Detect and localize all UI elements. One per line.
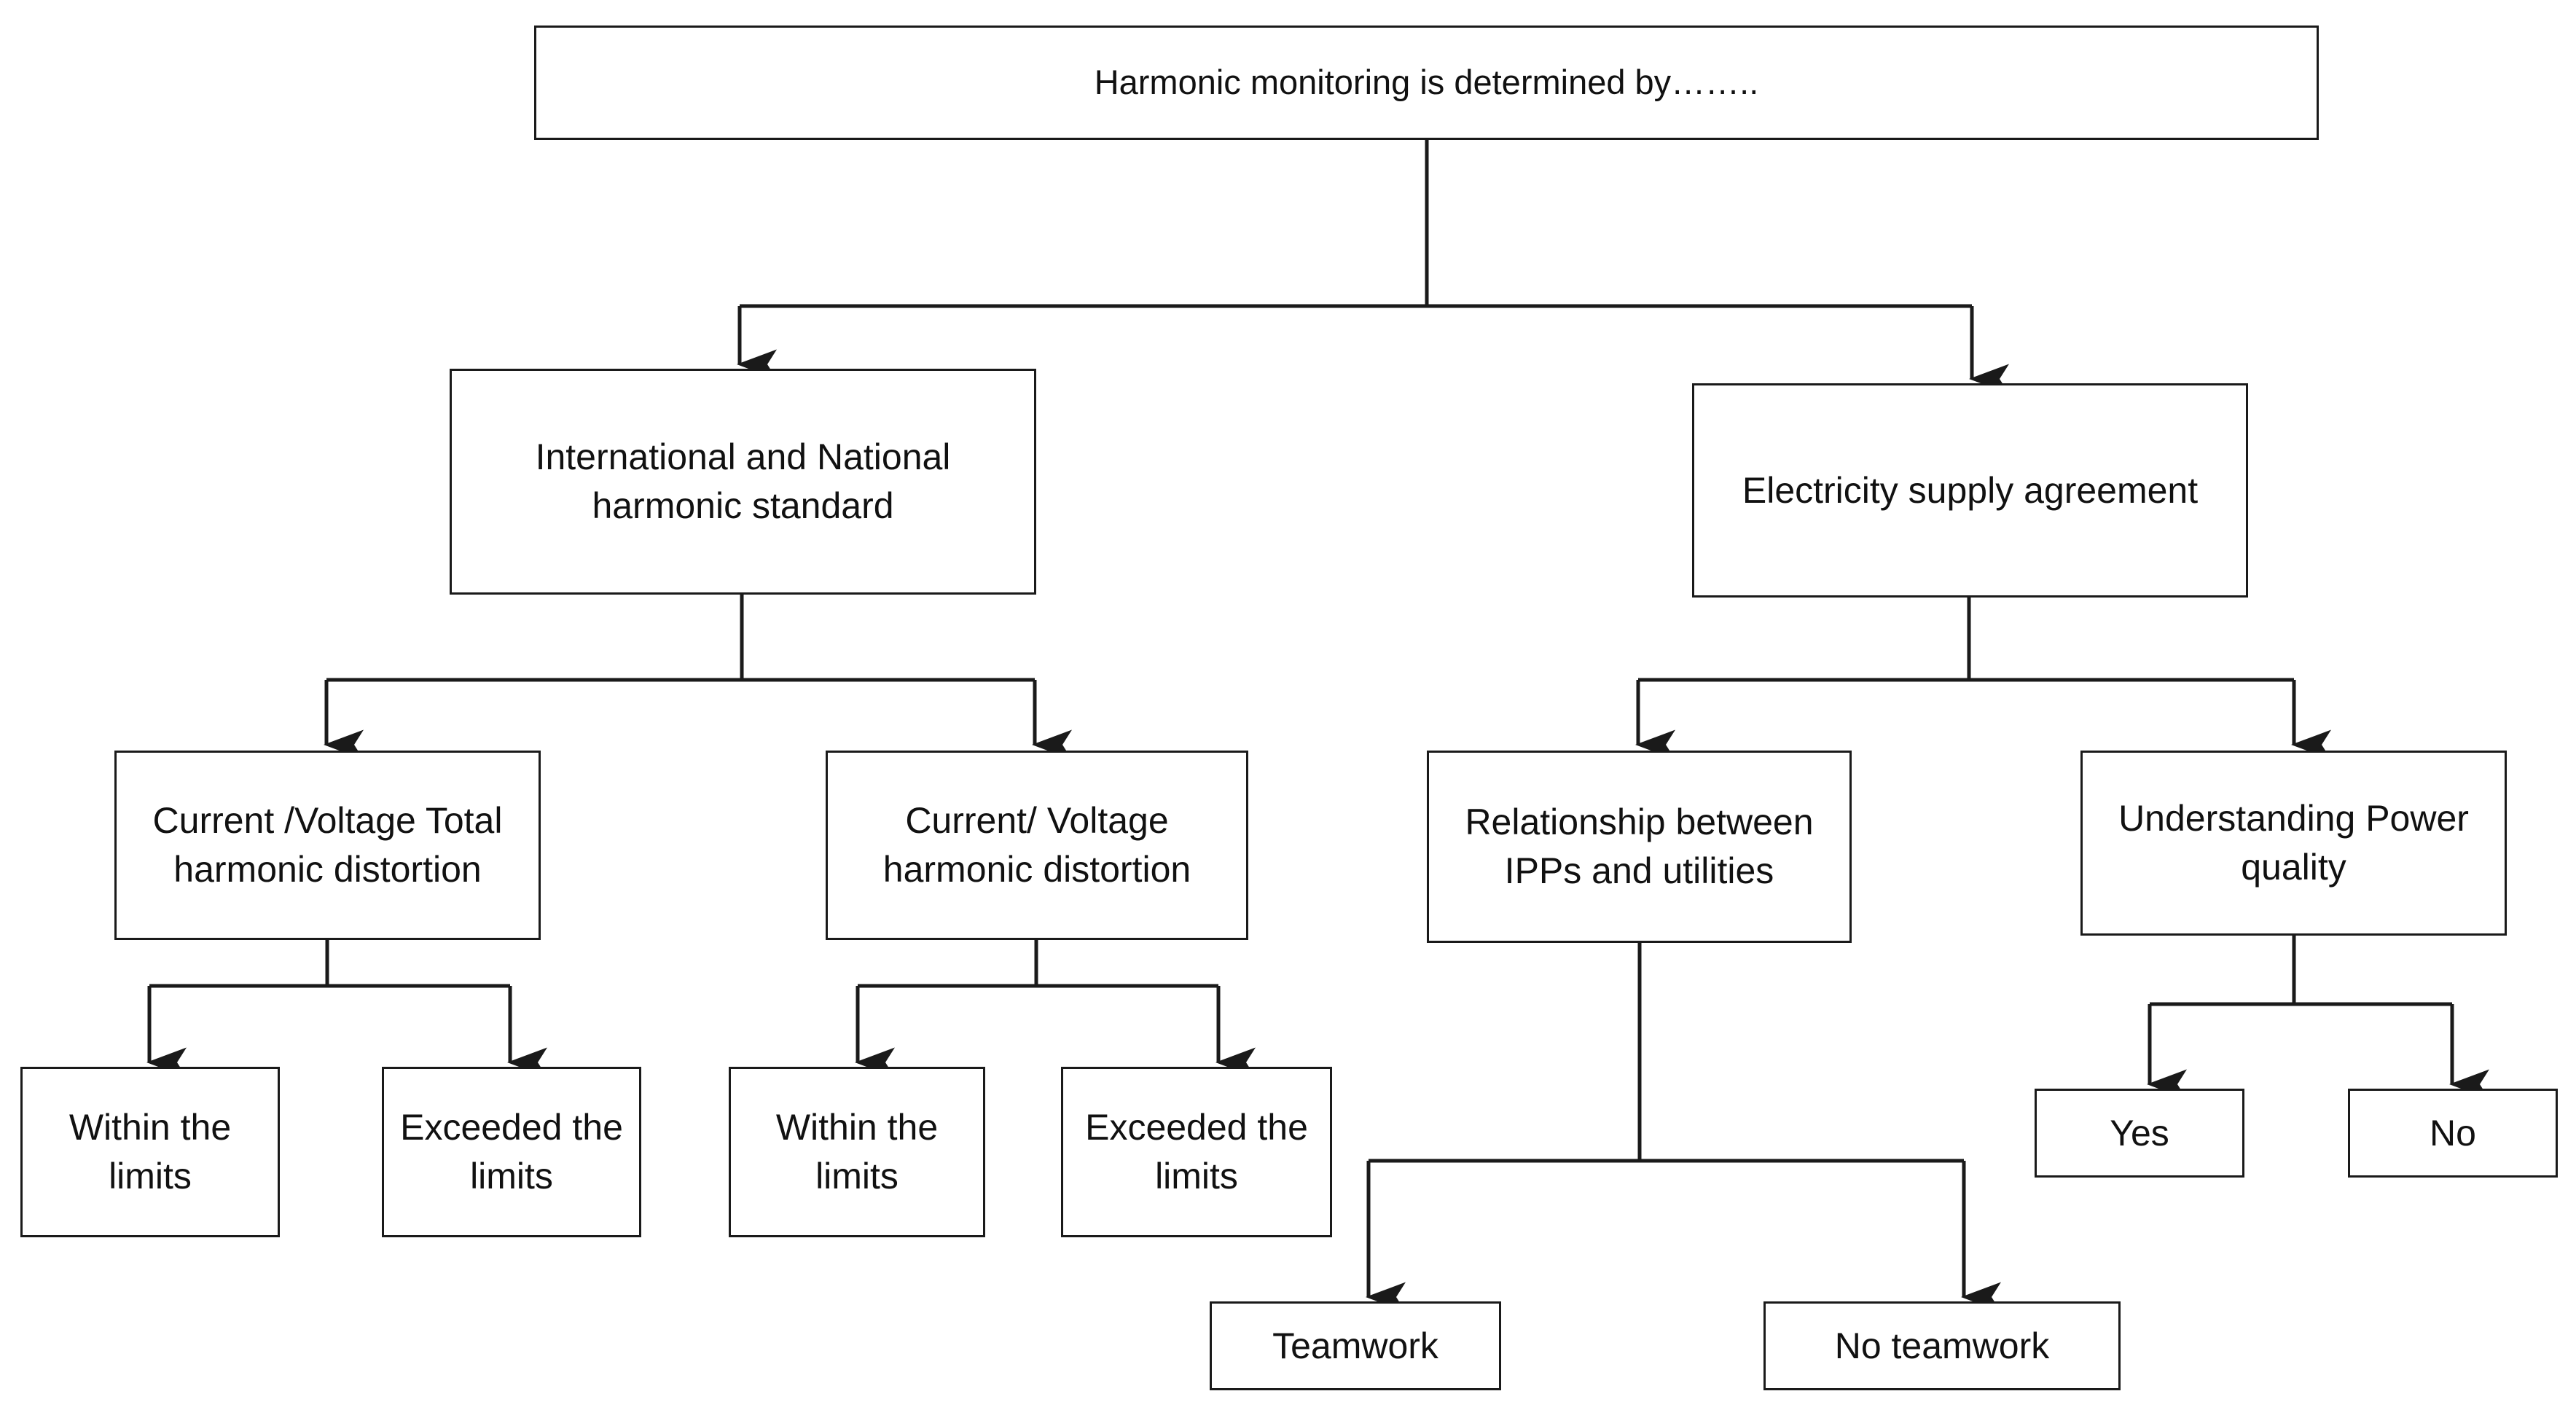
node-outcome-7[interactable]: Yes [2035, 1089, 2244, 1178]
node-criterion-3-label: Relationship between IPPs and utilities [1465, 802, 1814, 891]
node-criterion-3[interactable]: Relationship between IPPs and utilities [1427, 751, 1852, 943]
node-outcome-8[interactable]: No [2348, 1089, 2558, 1178]
node-outcome-4[interactable]: Exceeded the limits [1061, 1067, 1332, 1237]
node-criterion-4-label: Understanding Power quality [2118, 798, 2469, 888]
node-outcome-3[interactable]: Within the limits [729, 1067, 985, 1237]
node-outcome-6[interactable]: No teamwork [1763, 1301, 2121, 1390]
node-outcome-1[interactable]: Within the limits [20, 1067, 280, 1237]
node-branch-right-label: Electricity supply agreement [1742, 469, 2199, 511]
node-outcome-4-label: Exceeded the limits [1085, 1107, 1308, 1196]
node-criterion-1[interactable]: Current /Voltage Total harmonic distorti… [114, 751, 541, 940]
node-outcome-5-label: Teamwork [1272, 1325, 1438, 1366]
node-criterion-1-label: Current /Voltage Total harmonic distorti… [152, 800, 503, 890]
node-branch-left-label: International and National harmonic stan… [535, 436, 951, 526]
node-outcome-2[interactable]: Exceeded the limits [382, 1067, 641, 1237]
node-outcome-5[interactable]: Teamwork [1210, 1301, 1501, 1390]
node-criterion-2-label: Current/ Voltage harmonic distortion [882, 800, 1191, 890]
node-outcome-6-label: No teamwork [1834, 1325, 2050, 1366]
node-criterion-4[interactable]: Understanding Power quality [2080, 751, 2507, 936]
node-outcome-7-label: Yes [2110, 1112, 2169, 1153]
node-criterion-2[interactable]: Current/ Voltage harmonic distortion [826, 751, 1248, 940]
node-branch-right[interactable]: Electricity supply agreement [1692, 383, 2248, 598]
node-root-label: Harmonic monitoring is determined by…….. [1094, 63, 1759, 102]
node-outcome-8-label: No [2430, 1112, 2476, 1153]
node-outcome-2-label: Exceeded the limits [400, 1107, 623, 1196]
node-outcome-1-label: Within the limits [68, 1107, 232, 1196]
node-outcome-3-label: Within the limits [775, 1107, 939, 1196]
node-root[interactable]: Harmonic monitoring is determined by…….. [534, 26, 2319, 140]
node-branch-left[interactable]: International and National harmonic stan… [450, 369, 1036, 595]
